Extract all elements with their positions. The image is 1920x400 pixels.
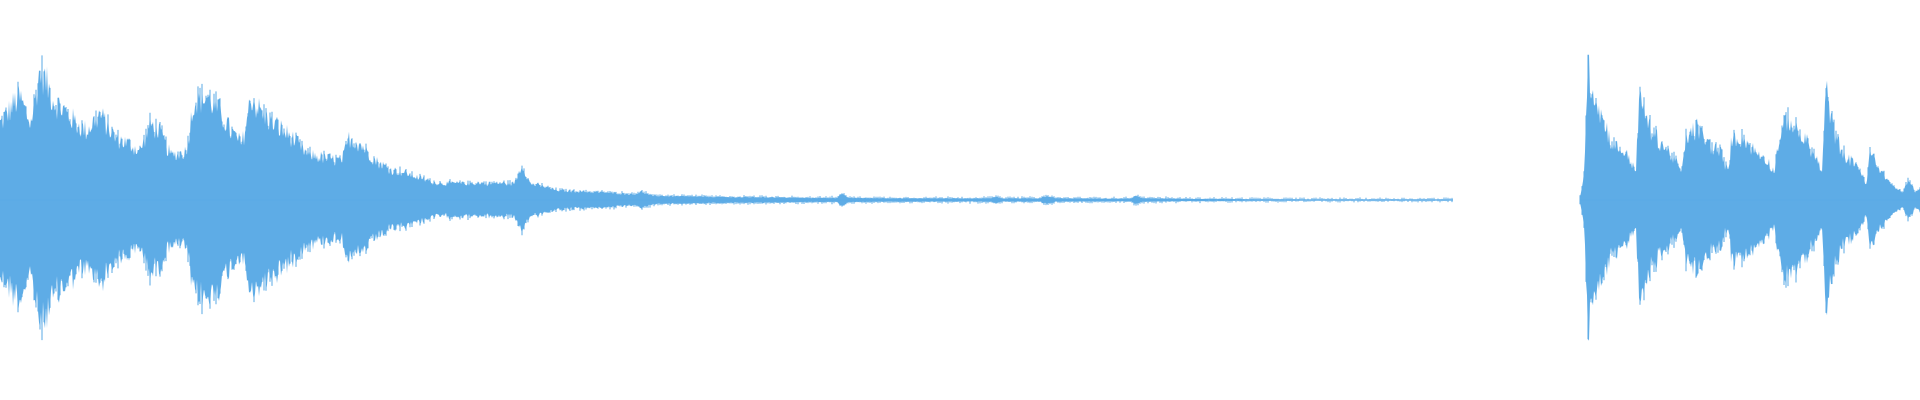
waveform-clip-2 [1579,54,1920,341]
waveform-group [0,54,1920,341]
waveform-clip-1 [0,55,1453,341]
